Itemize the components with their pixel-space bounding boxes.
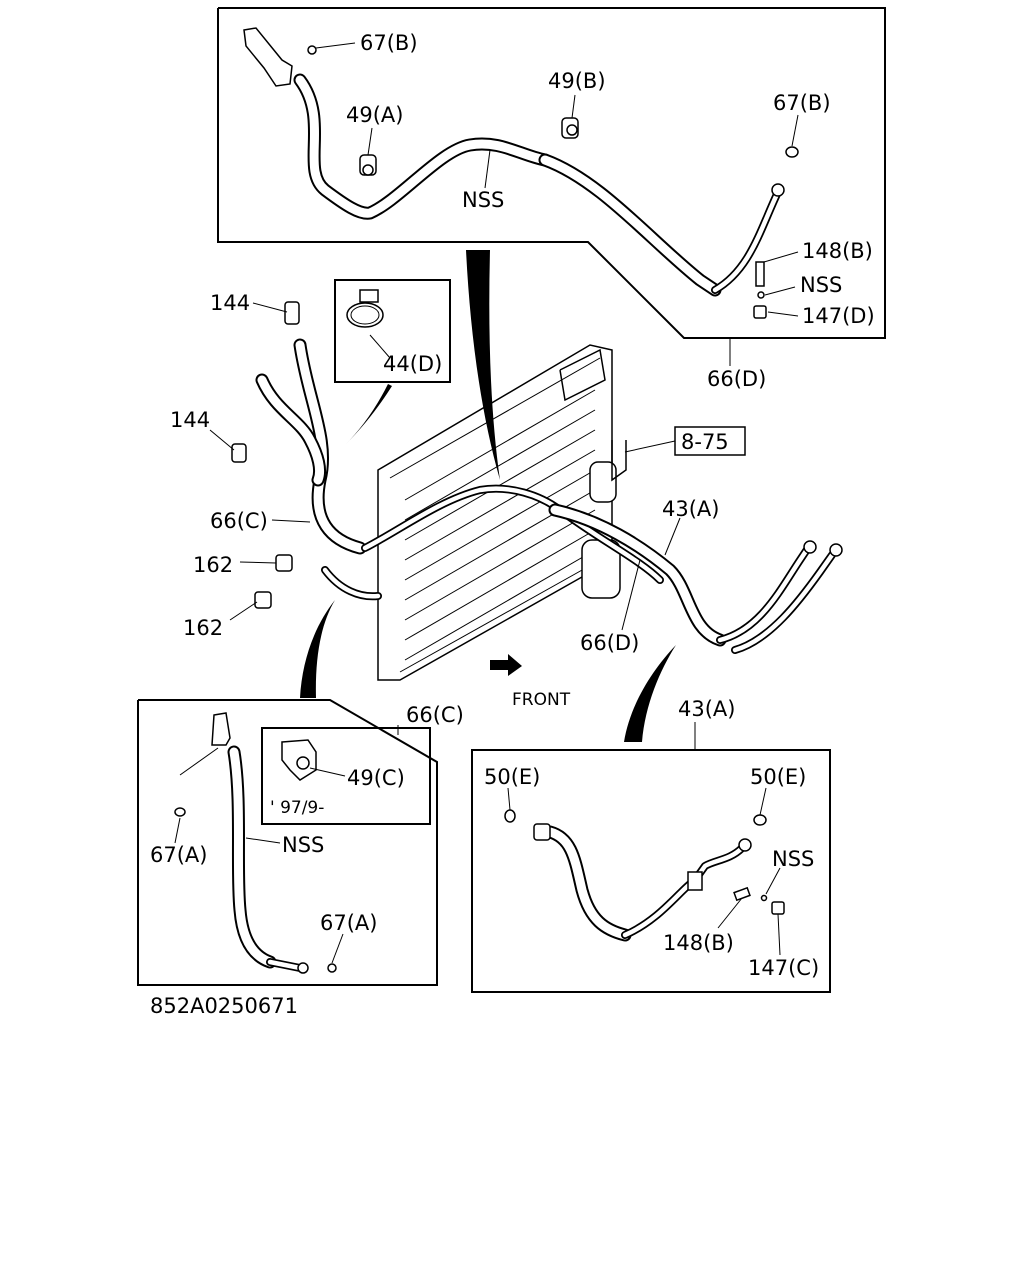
- valve-148b-detail: [733, 886, 751, 902]
- callout-162-lower: 162: [183, 616, 223, 640]
- callout-66c-inset: 66(C): [406, 703, 464, 727]
- top-inset: 67(B) 49(B) 49(A) 67(B) NSS 148(B) NSS 1…: [217, 7, 886, 366]
- callout-67b-2: 67(B): [773, 91, 831, 115]
- top-inset-frame: [217, 7, 886, 339]
- pointer-wedge-right: [624, 645, 676, 742]
- seal-nss-detail: [760, 894, 768, 902]
- o-ring-67b: [307, 45, 317, 55]
- callout-147c: 147(C): [748, 956, 819, 980]
- pointer-wedge-top: [466, 250, 500, 480]
- bolt-144-upper: [284, 301, 300, 325]
- clamp-detail-box: [334, 279, 451, 383]
- o-ring-67a-upper: [174, 807, 186, 817]
- callout-147d: 147(D): [802, 304, 875, 328]
- callout-49b: 49(B): [548, 69, 606, 93]
- right-inset-frame: [471, 749, 831, 993]
- sub-inset-frame: [261, 727, 431, 825]
- callout-nss-left: NSS: [282, 833, 324, 857]
- diagram-id: 852A0250671: [150, 994, 298, 1018]
- cap-147d: [753, 305, 767, 319]
- o-ring-67b-right: [785, 146, 799, 158]
- callout-50e-right: 50(E): [750, 765, 806, 789]
- cap-147c: [771, 901, 785, 915]
- front-arrow-icon: [490, 654, 522, 676]
- callout-66c-main: 66(C): [210, 509, 268, 533]
- callout-67a-lower: 67(A): [320, 911, 377, 935]
- callout-144-upper: 144: [210, 291, 250, 315]
- front-label: FRONT: [512, 690, 571, 710]
- right-inset: 43(A) 50(E) 50(E) NSS 148(B) 147(C): [471, 697, 831, 993]
- date-note: ' 97/9-: [270, 798, 324, 818]
- callout-nss-top: NSS: [462, 188, 504, 212]
- o-ring-50e-left: [504, 809, 516, 823]
- callout-66d-top: 66(D): [707, 367, 766, 391]
- callout-50e-left: 50(E): [484, 765, 540, 789]
- callout-148b-detail: 148(B): [663, 931, 734, 955]
- callout-43a-main: 43(A): [662, 497, 719, 521]
- callout-nss-right: NSS: [772, 847, 814, 871]
- callout-43a-inset: 43(A): [678, 697, 735, 721]
- callout-148b-top: 148(B): [802, 239, 873, 263]
- valve-148b: [755, 261, 765, 287]
- bolt-162-lower: [254, 591, 272, 609]
- o-ring-50e-right: [753, 814, 767, 826]
- pointer-wedge-left: [300, 600, 335, 698]
- hose-43a-detail: [543, 825, 632, 942]
- callout-67a-upper: 67(A): [150, 843, 207, 867]
- callout-162-upper: 162: [193, 553, 233, 577]
- callout-144-lower: 144: [170, 408, 210, 432]
- pointer-wedge-clamp: [345, 384, 392, 445]
- callout-66d-main: 66(D): [580, 631, 639, 655]
- main-view: FRONT 144 44(D) 144 66(C) 162 162 66(D) …: [170, 250, 843, 742]
- callout-67b-1: 67(B): [360, 31, 418, 55]
- callout-8-75: 8-75: [681, 430, 729, 454]
- left-inset: 49(C) ' 97/9- 66(C) 67(A) NSS 67(A): [137, 699, 464, 986]
- condenser-fins: [404, 389, 596, 661]
- callout-nss-top-2: NSS: [800, 273, 842, 297]
- o-ring-67a-lower: [327, 963, 337, 973]
- seal-nss: [757, 291, 765, 299]
- callout-49c: 49(C): [347, 766, 405, 790]
- left-inset-frame: [137, 699, 438, 986]
- callout-49a: 49(A): [346, 103, 403, 127]
- callout-44d: 44(D): [383, 352, 442, 376]
- hose-clamp-44d: [346, 302, 384, 328]
- bolt-144-lower: [231, 443, 247, 463]
- hose-end-fitting: [243, 27, 293, 87]
- bolt-162-upper: [275, 554, 293, 572]
